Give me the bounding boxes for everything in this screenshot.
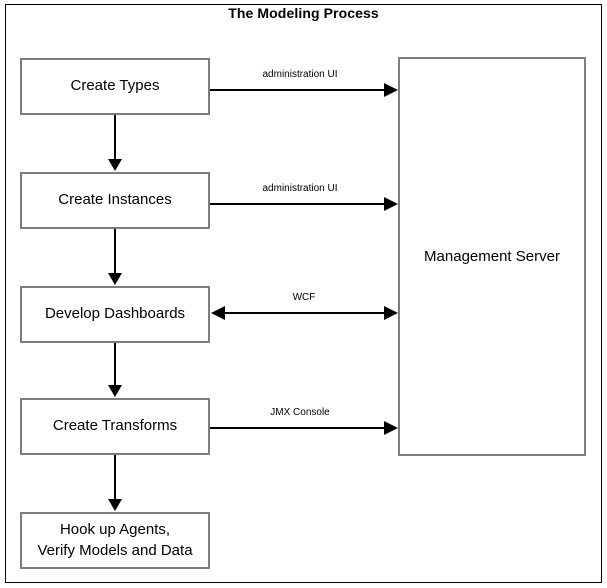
- connector-line-create-transforms-to-hook-up-agents: [114, 455, 116, 500]
- arrowhead-right-wcf: [384, 306, 398, 320]
- arrowhead-down-create-instances: [108, 159, 122, 171]
- server-box-label: Management Server: [424, 248, 560, 265]
- process-box-label: Create Types: [70, 77, 160, 95]
- page-title: The Modeling Process: [228, 5, 379, 21]
- process-box-develop-dashboards[interactable]: Develop Dashboards: [20, 286, 210, 343]
- connector-line-create-transforms-to-server: [210, 427, 386, 429]
- connector-line-create-instances-to-server: [210, 203, 386, 205]
- process-box-create-transforms[interactable]: Create Transforms: [20, 398, 210, 455]
- process-box-hook-up-agents[interactable]: Hook up Agents, Verify Models and Data: [20, 512, 210, 569]
- connector-line-develop-dashboards-to-create-transforms: [114, 343, 116, 386]
- connector-line-create-types-to-create-instances: [114, 115, 116, 160]
- process-box-create-instances[interactable]: Create Instances: [20, 172, 210, 229]
- arrowhead-left-wcf: [211, 306, 225, 320]
- process-box-label: Create Transforms: [52, 417, 178, 435]
- arrowhead-down-develop-dashboards: [108, 273, 122, 285]
- arrowhead-right-administration-ui-2: [384, 197, 398, 211]
- process-box-create-types[interactable]: Create Types: [20, 58, 210, 115]
- process-box-label: Hook up Agents, Verify Models and Data: [37, 521, 193, 559]
- connector-line-create-types-to-server: [210, 89, 386, 91]
- arrowhead-right-administration-ui-1: [384, 83, 398, 97]
- edge-label-administration-ui-1: administration UI: [262, 69, 338, 80]
- edge-label-jmx-console: JMX Console: [270, 407, 330, 418]
- arrowhead-right-jmx-console: [384, 421, 398, 435]
- arrowhead-down-hook-up-agents: [108, 499, 122, 511]
- arrowhead-down-create-transforms: [108, 385, 122, 397]
- edge-label-wcf: WCF: [292, 292, 316, 303]
- process-box-label: Develop Dashboards: [44, 305, 186, 323]
- connector-line-create-instances-to-develop-dashboards: [114, 229, 116, 274]
- edge-label-administration-ui-2: administration UI: [262, 183, 338, 194]
- connector-line-develop-dashboards-to-server: [224, 312, 386, 314]
- process-box-label: Create Instances: [58, 191, 172, 209]
- server-box-management-server[interactable]: Management Server: [398, 57, 586, 456]
